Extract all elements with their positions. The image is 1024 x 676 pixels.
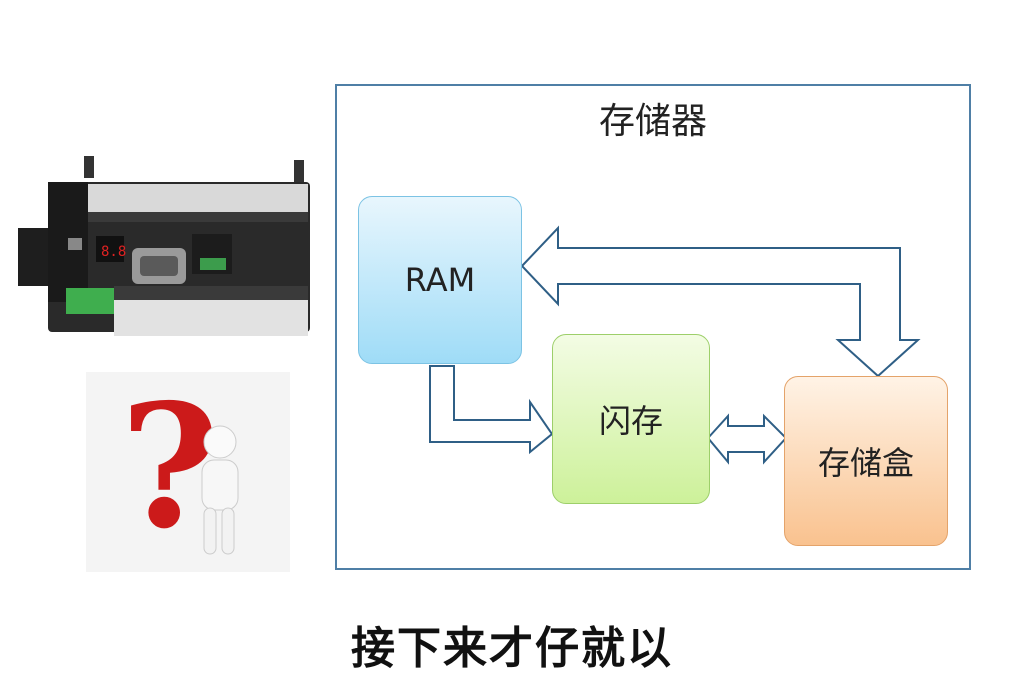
flash-node: 闪存	[552, 334, 710, 504]
storage-box-label: 存储盒	[817, 444, 914, 482]
memory-frame	[335, 84, 971, 570]
ram-node: RAM	[358, 196, 522, 364]
plc-device-image: 8.8	[18, 156, 310, 336]
figure-icon	[201, 425, 239, 555]
frame-title: 存储器	[598, 101, 707, 142]
storage-box-node: 存储盒	[784, 376, 948, 546]
video-subtitle: 接下来才仔就以	[351, 623, 673, 674]
ram-label: RAM	[404, 261, 476, 299]
svg-text:8.8: 8.8	[101, 244, 126, 260]
flash-label: 闪存	[598, 402, 663, 440]
question-thinker-image: ?	[86, 372, 290, 572]
